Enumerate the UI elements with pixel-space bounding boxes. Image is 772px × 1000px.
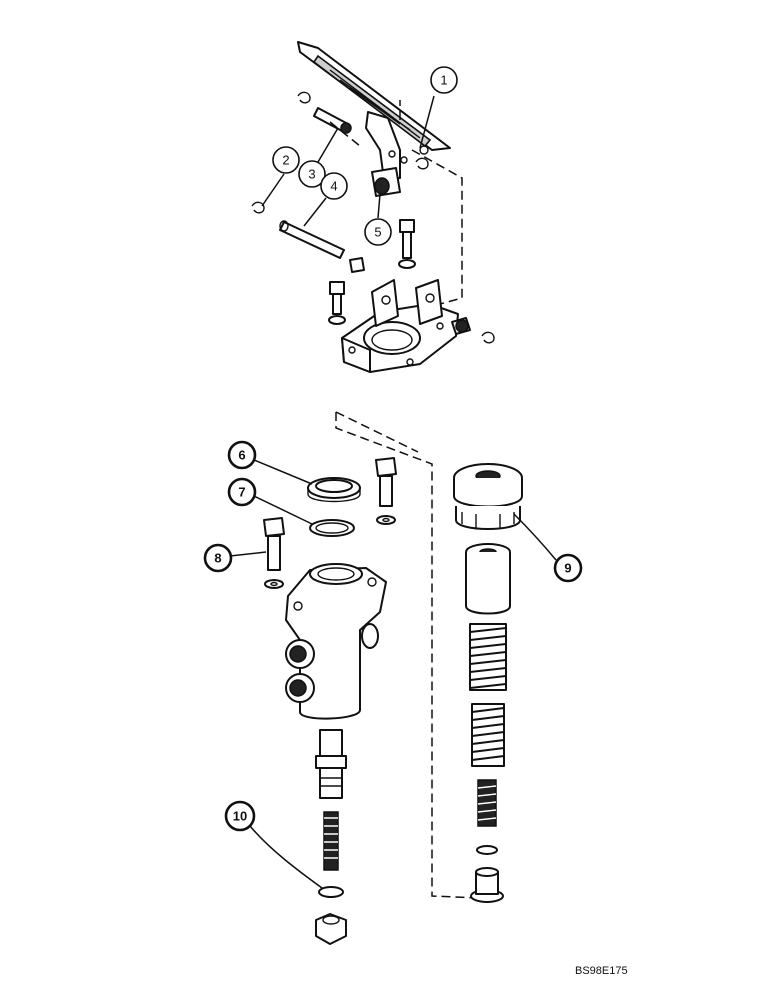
callout-bubble-1	[430, 66, 458, 94]
callout-1: 1	[440, 73, 447, 88]
leader-8	[229, 551, 267, 557]
callout-2: 2	[282, 153, 289, 168]
figure-code: BS98E175	[575, 965, 628, 977]
callout-10: 10	[233, 809, 247, 824]
callout-8: 8	[214, 551, 221, 566]
upper-bolt-left	[328, 281, 346, 325]
callout-bubble-3	[298, 160, 326, 188]
seal-6	[307, 477, 361, 503]
callout-4: 4	[330, 179, 337, 194]
callout-bubble-7	[227, 477, 257, 507]
spring-small	[477, 779, 497, 827]
spring-lower	[471, 703, 505, 767]
upper-bolt-right	[398, 219, 416, 269]
leader-4	[303, 197, 327, 227]
leader-5	[377, 193, 381, 219]
valve-body	[285, 563, 387, 720]
valve-bolt-right	[375, 457, 397, 525]
leader-2	[261, 173, 285, 207]
valve-assembly	[263, 411, 523, 945]
roller-5	[371, 167, 401, 197]
end-plug	[470, 845, 504, 903]
pin-end-right	[451, 317, 495, 344]
pedal-assembly	[251, 41, 495, 373]
callout-bubble-5	[364, 218, 392, 246]
pin-4-and-clip-2	[251, 201, 365, 273]
spool	[315, 729, 347, 799]
callout-bubble-6	[227, 440, 257, 470]
retaining-clip-right	[415, 145, 429, 170]
leader-1	[419, 95, 435, 149]
callout-bubble-2	[272, 146, 300, 174]
o-ring-7	[309, 519, 355, 537]
leader-9	[513, 513, 557, 561]
valve-bolt-8	[263, 517, 285, 589]
callout-9: 9	[564, 561, 571, 576]
callout-5: 5	[374, 225, 381, 240]
leader-3	[317, 127, 339, 163]
callout-3: 3	[308, 167, 315, 182]
spring-upper	[469, 623, 507, 691]
callouts: 1 2 3 4 5 6 7 8 9 10	[203, 66, 583, 889]
piston	[465, 543, 511, 615]
leader-7	[253, 495, 313, 525]
callout-bubble-10	[224, 800, 256, 832]
plug-washer	[315, 886, 347, 945]
boot-9	[453, 463, 523, 530]
callout-bubble-4	[320, 172, 348, 200]
callout-bubble-9	[553, 553, 583, 583]
pedal-plate	[297, 41, 451, 181]
pedal-base-bracket	[341, 279, 459, 373]
callout-6: 6	[238, 448, 245, 463]
callout-7: 7	[238, 485, 245, 500]
callout-bubble-8	[203, 543, 233, 573]
leader-10	[249, 825, 323, 889]
leader-6	[253, 459, 313, 485]
spring-10	[323, 811, 339, 871]
pivot-pin-3	[297, 91, 352, 134]
